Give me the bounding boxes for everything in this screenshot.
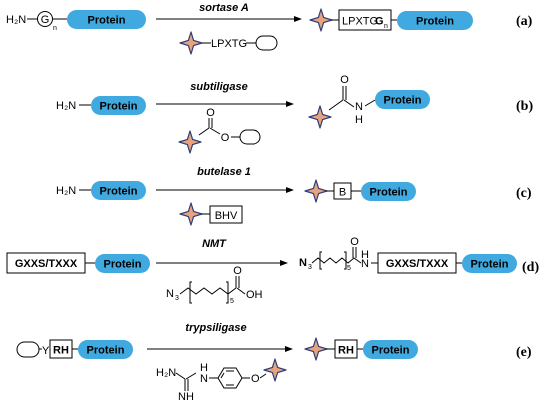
capsule-resin-icon: [255, 35, 278, 51]
reaction-label: (b): [516, 99, 533, 114]
capsule-resin-icon: [16, 341, 40, 358]
reagent-h2n: H₂N: [156, 367, 176, 379]
enzyme-name: subtiligase: [190, 81, 247, 93]
product-subscript: n: [384, 23, 388, 30]
capsule-resin-icon: [239, 129, 261, 145]
protein-pill: [397, 11, 473, 30]
product-azide: N: [299, 257, 307, 269]
product-bold-residue: G: [375, 16, 384, 28]
product-motif: RH: [338, 345, 354, 357]
reagent-azide: N: [166, 288, 174, 300]
reaction-label: (c): [516, 186, 532, 201]
substrate-motif: GXXS/TXXX: [15, 258, 78, 270]
reagent-n: N: [200, 373, 208, 385]
reaction-c: H₂N Protein butelase 1 BHV B Protein (c): [56, 166, 532, 226]
reagent-carbonyl-o: O: [206, 107, 215, 119]
product-repeat-sub: 5: [347, 265, 351, 272]
reagent-oh: OH: [246, 289, 263, 301]
protein-pill: [91, 181, 146, 200]
reaction-label: (a): [516, 14, 533, 29]
reagent-motif: LPXTG: [211, 38, 247, 50]
product-motif: GXXS/TXXX: [386, 258, 449, 270]
reaction-label: (d): [522, 260, 539, 275]
reaction-a: H₂N G n Protein sortase A LPXTG LPXTG G …: [6, 2, 533, 55]
product-h: H: [355, 114, 363, 126]
enzyme-name: NMT: [202, 238, 227, 250]
reaction-e: Y RH Protein trypsiligase H₂N NH H N O R…: [16, 322, 532, 403]
product-carbonyl-o: O: [340, 74, 349, 86]
product-h: H: [361, 249, 369, 261]
protein-pill: [361, 182, 416, 201]
protein-pill: [67, 10, 146, 29]
product-azide-sub: 3: [308, 264, 312, 271]
protein-label: Protein: [372, 345, 410, 357]
protein-label: Protein: [471, 259, 509, 271]
protein-label: Protein: [88, 15, 126, 27]
protein-label: Protein: [370, 187, 408, 199]
protein-label: Protein: [100, 101, 138, 113]
product-nh: N: [355, 101, 363, 113]
protein-pill: [78, 340, 133, 359]
substrate-amine: H₂N: [6, 14, 26, 26]
product-carbonyl-o: O: [350, 236, 359, 248]
substrate-residue: G: [41, 14, 50, 26]
reagent-hn: H: [200, 362, 208, 374]
reagent-ester-o: O: [221, 132, 230, 144]
reagent-azide-sub: 3: [175, 295, 179, 302]
reaction-label: (e): [516, 345, 532, 360]
substrate-subscript: n: [53, 25, 57, 32]
product-motif: LPXTG: [342, 16, 378, 28]
product-nh: N: [361, 258, 369, 270]
substrate-motif: RH: [53, 345, 69, 357]
reagent-o: O: [251, 373, 260, 385]
protein-label: Protein: [87, 345, 125, 357]
reagent-motif-box: [209, 205, 243, 224]
reaction-d: GXXS/TXXX Protein NMT N 3 5 O OH N 3 5 O…: [6, 236, 539, 305]
reagent-carbonyl-o: O: [233, 265, 242, 277]
product-residue: B: [339, 187, 346, 199]
protein-pill: [95, 254, 150, 273]
enzyme-name: sortase A: [199, 2, 249, 14]
reagent-motif: BHV: [215, 210, 238, 222]
substrate-prefix: Y: [42, 345, 50, 357]
protein-pill: [363, 340, 418, 359]
protein-pill: [375, 90, 430, 109]
substrate-amine: H₂N: [56, 185, 76, 197]
protein-label: Protein: [100, 186, 138, 198]
enzyme-name: butelase 1: [197, 166, 251, 178]
reaction-b: H₂N Protein subtiligase O O O N H Protei…: [56, 74, 533, 154]
enzyme-name: trypsiligase: [185, 322, 246, 334]
reagent-repeat-sub: 5: [230, 298, 234, 305]
reagent-nh: NH: [178, 391, 194, 403]
protein-pill: [462, 254, 517, 273]
substrate-amine: H₂N: [56, 100, 76, 112]
protein-pill: [91, 96, 146, 115]
protein-label: Protein: [104, 259, 142, 271]
protein-label: Protein: [384, 95, 422, 107]
protein-label: Protein: [416, 16, 454, 28]
